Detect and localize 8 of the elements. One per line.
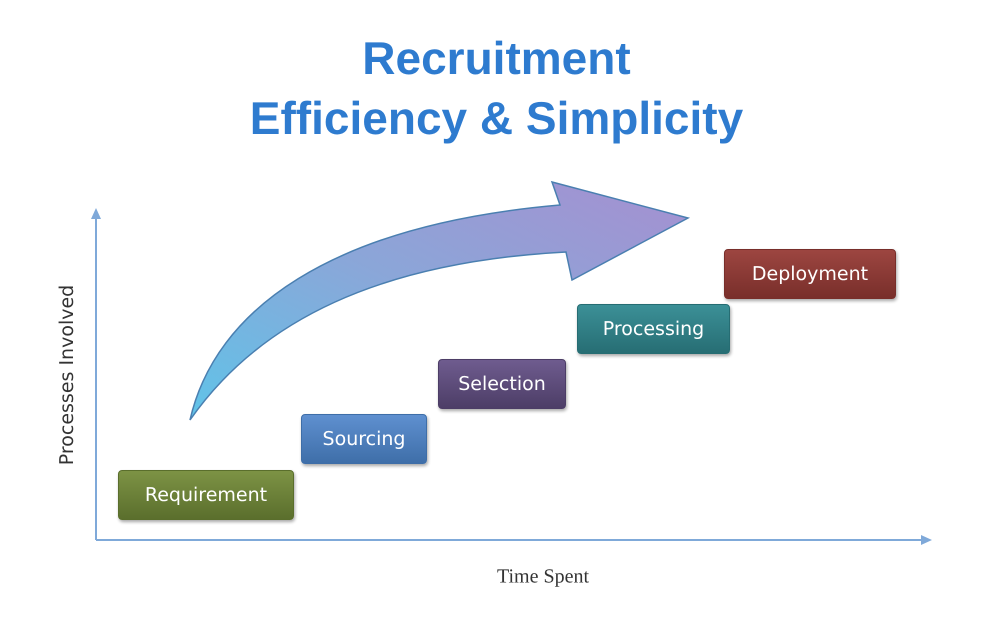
y-axis-label: Processes Involved — [56, 284, 78, 466]
process-box: Requirement — [118, 470, 294, 520]
process-box: Deployment — [724, 249, 896, 299]
process-box: Processing — [577, 304, 730, 354]
x-axis-label: Time Spent — [496, 566, 590, 588]
title: Recruitment Efficiency & Simplicity — [248, 31, 744, 146]
process-box: Selection — [438, 359, 566, 409]
process-box: Sourcing — [301, 414, 427, 464]
